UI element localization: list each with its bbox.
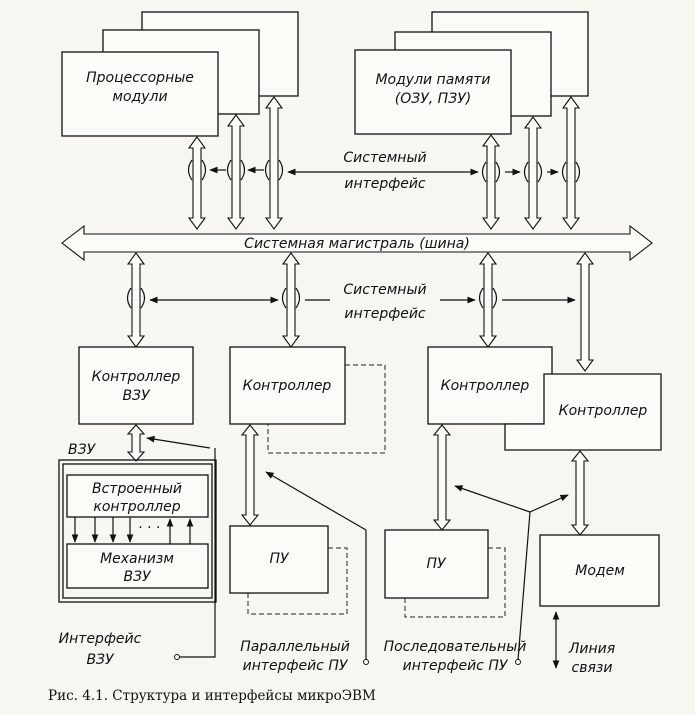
- processor-modules-label-2: модули: [112, 89, 167, 105]
- system-interface-bottom-label-2: интерфейс: [344, 306, 426, 322]
- vzu-mechanism-label-1: Механизм: [100, 551, 174, 567]
- serial-controller-label: Контроллер: [441, 378, 530, 394]
- parallel-controller-label: Контроллер: [243, 378, 332, 394]
- serial-pu-box: [384, 529, 489, 599]
- serial-pu-label: ПУ: [426, 556, 447, 572]
- builtin-controller-label-2: контроллер: [93, 499, 180, 515]
- modem-controller-label: Контроллер: [559, 403, 648, 419]
- serial-controller-box: [427, 346, 553, 425]
- vzu-mechanism-box: [66, 543, 209, 589]
- memory-module-box: [354, 49, 512, 135]
- serial-interface-label-1: Последовательный: [384, 639, 527, 655]
- parallel-interface-label-1: Параллельный: [240, 639, 350, 655]
- serial-interface-label-2: интерфейс ПУ: [403, 658, 509, 674]
- modem-box: [539, 534, 660, 607]
- parallel-pu-box: [229, 525, 329, 594]
- processor-module-box: [61, 51, 219, 137]
- builtin-controller-label-1: Встроенный: [92, 481, 182, 497]
- memory-modules-label-1: Модули памяти: [375, 72, 490, 88]
- vzu-label: ВЗУ: [68, 442, 97, 458]
- serial-pu-connector: [432, 424, 452, 531]
- processor-modules-stack: Процессорные модули: [61, 11, 299, 137]
- vzu-mechanism-label-2: ВЗУ: [123, 569, 152, 585]
- system-interface-top-label-2: интерфейс: [344, 176, 426, 192]
- vzu-controller-label-1: Контроллер: [92, 369, 181, 385]
- vzu-controller-box: [78, 346, 194, 425]
- parallel-interface-label-2: интерфейс ПУ: [243, 658, 349, 674]
- parallel-pu-connector: [240, 424, 260, 526]
- system-bus-arrow: [61, 224, 653, 262]
- modem-connector: [570, 450, 590, 536]
- builtin-controller-box: [66, 474, 209, 518]
- vzu-controller-label-2: ВЗУ: [122, 388, 151, 404]
- vzu-interface-label-1: Интерфейс: [59, 631, 142, 647]
- vzu-device: ВЗУ Встроенный контроллер Механизм ВЗУ ·…: [58, 442, 217, 603]
- module-bus-connectors: [187, 96, 581, 230]
- bottom-interface-symbols: [126, 287, 576, 309]
- parallel-pu-label: ПУ: [269, 551, 290, 567]
- modem-label: Модем: [575, 563, 625, 579]
- svg-text:· · ·: · · ·: [138, 520, 160, 536]
- serial-interface-pointer: [454, 485, 531, 513]
- top-interface-symbols: [187, 159, 581, 183]
- bus-controller-connectors: [126, 252, 595, 372]
- processor-modules-label-1: Процессорные: [86, 70, 194, 86]
- memory-modules-label-2: (ОЗУ, ПЗУ): [395, 91, 471, 107]
- communication-line-label-2: связи: [572, 660, 613, 676]
- vzu-controller-connector: [126, 424, 146, 462]
- communication-line-label-1: Линия: [568, 641, 615, 657]
- vzu-interface-label-2: ВЗУ: [86, 652, 115, 668]
- parallel-controller-box: [229, 346, 346, 425]
- memory-modules-stack: Модули памяти (ОЗУ, ПЗУ): [354, 11, 589, 135]
- system-interface-top-label-1: Системный: [343, 150, 426, 166]
- figure-caption: Рис. 4.1. Структура и интерфейсы микроЭВ…: [48, 688, 376, 704]
- system-bus-label: Системная магистраль (шина): [244, 236, 470, 252]
- modem-controller-box: [504, 373, 662, 451]
- system-interface-bottom-label-1: Системный: [343, 282, 426, 298]
- vzu-interface-pointer: [178, 448, 216, 658]
